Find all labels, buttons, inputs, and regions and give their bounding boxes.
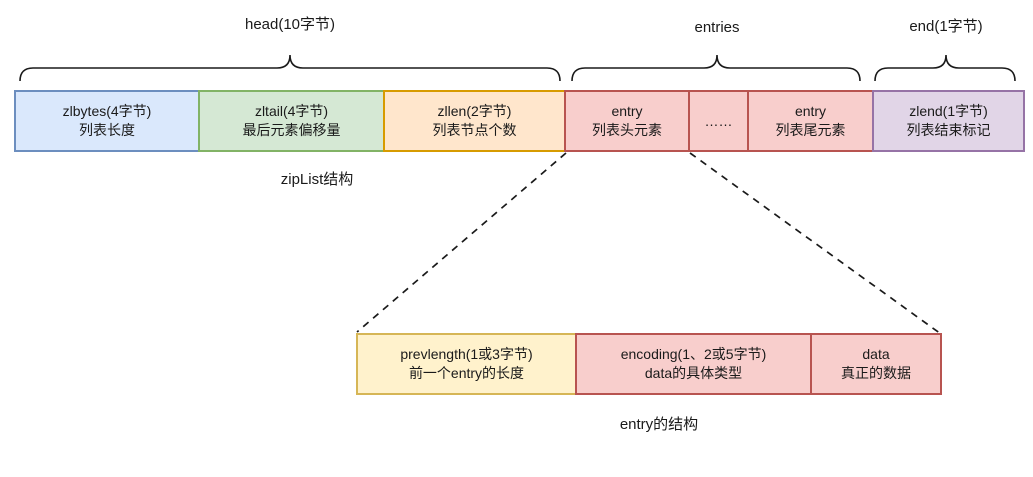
zlend-title: zlend(1字节): [909, 103, 988, 119]
entries-ellipsis: ……: [704, 112, 733, 129]
data-desc: 真正的数据: [841, 365, 911, 381]
zllen-box: zllen(2字节) 列表节点个数: [383, 90, 566, 152]
entry-expand-line-left: [356, 152, 567, 333]
entry-tail-title: entry: [794, 103, 827, 119]
zlend-desc: 列表结束标记: [906, 122, 991, 138]
end-brace: [874, 54, 1016, 82]
zltail-desc: 最后元素偏移量: [242, 122, 341, 138]
zlbytes-desc: 列表长度: [79, 122, 135, 138]
entries-ellipsis-box: ……: [688, 90, 749, 152]
end-section-label: end(1字节): [909, 18, 983, 35]
zlbytes-box: zlbytes(4字节) 列表长度: [14, 90, 200, 152]
entries-section-label: entries: [694, 19, 740, 36]
entry-tail-box: entry 列表尾元素: [747, 90, 874, 152]
head-section-label: head(10字节): [244, 16, 336, 33]
prevlength-box: prevlength(1或3字节) 前一个entry的长度: [356, 333, 577, 395]
zltail-title: zltail(4字节): [254, 103, 329, 119]
encoding-box: encoding(1、2或5字节) data的具体类型: [575, 333, 812, 395]
encoding-desc: data的具体类型: [644, 365, 743, 381]
zllen-title: zllen(2字节): [437, 103, 512, 119]
ziplist-caption: zipList结构: [280, 171, 354, 188]
head-brace: [19, 54, 561, 82]
entries-brace: [571, 54, 861, 82]
entry-head-title: entry: [611, 103, 643, 119]
prevlength-desc: 前一个entry的长度: [408, 365, 525, 381]
prevlength-title: prevlength(1或3字节): [400, 346, 533, 362]
zltail-box: zltail(4字节) 最后元素偏移量: [198, 90, 385, 152]
data-title: data: [862, 346, 890, 362]
entry-expand-line-right: [689, 152, 942, 335]
entry-detail-caption: entry的结构: [619, 416, 699, 433]
encoding-title: encoding(1、2或5字节): [620, 346, 767, 362]
zlbytes-title: zlbytes(4字节): [62, 103, 152, 119]
data-box: data 真正的数据: [810, 333, 942, 395]
entry-tail-desc: 列表尾元素: [775, 122, 846, 138]
zlend-box: zlend(1字节) 列表结束标记: [872, 90, 1025, 152]
zllen-desc: 列表节点个数: [432, 122, 517, 138]
entry-head-desc: 列表头元素: [592, 122, 662, 138]
entry-head-box: entry 列表头元素: [564, 90, 690, 152]
